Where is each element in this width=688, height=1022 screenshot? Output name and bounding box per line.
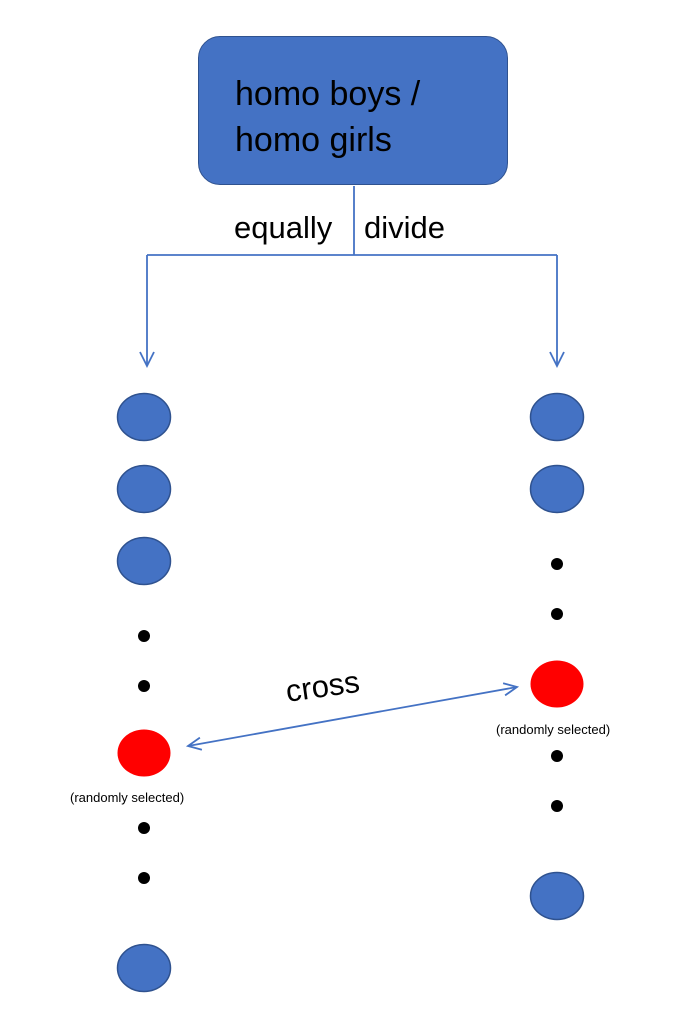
right-selected-note: (randomly selected) bbox=[496, 722, 611, 737]
right-individual bbox=[529, 871, 585, 921]
left-individual bbox=[116, 392, 172, 442]
right-individual bbox=[529, 392, 585, 442]
right-column bbox=[529, 392, 585, 921]
left-ellipsis-dot bbox=[138, 872, 150, 884]
cross-arrow bbox=[185, 682, 520, 751]
left-individual bbox=[116, 536, 172, 586]
left-ellipsis-dot bbox=[138, 822, 150, 834]
left-selected-individual bbox=[117, 729, 171, 777]
source-line-1: homo boys / bbox=[235, 75, 421, 113]
source-line-2: homo girls bbox=[235, 121, 392, 159]
cross-arrow-line bbox=[187, 686, 518, 747]
arrowhead-right-icon bbox=[549, 351, 565, 369]
left-ellipsis-dot bbox=[138, 680, 150, 692]
right-selected-individual bbox=[530, 660, 584, 708]
right-ellipsis-dot bbox=[551, 750, 563, 762]
cross-arrowhead-right-icon bbox=[502, 682, 520, 697]
left-ellipsis-dot bbox=[138, 630, 150, 642]
cross-arrowhead-left-icon bbox=[185, 736, 203, 751]
source-population-box: homo boys / homo girls bbox=[198, 36, 508, 185]
right-ellipsis-dot bbox=[551, 800, 563, 812]
right-ellipsis-dot bbox=[551, 608, 563, 620]
left-column bbox=[116, 392, 172, 993]
left-individual bbox=[116, 943, 172, 993]
left-selected-note: (randomly selected) bbox=[70, 790, 185, 805]
right-ellipsis-dot bbox=[551, 558, 563, 570]
split-label-left: equally bbox=[234, 210, 333, 245]
split-connector bbox=[139, 186, 565, 369]
left-individual bbox=[116, 464, 172, 514]
split-label-right: divide bbox=[364, 210, 445, 245]
right-individual bbox=[529, 464, 585, 514]
arrowhead-left-icon bbox=[139, 351, 155, 369]
